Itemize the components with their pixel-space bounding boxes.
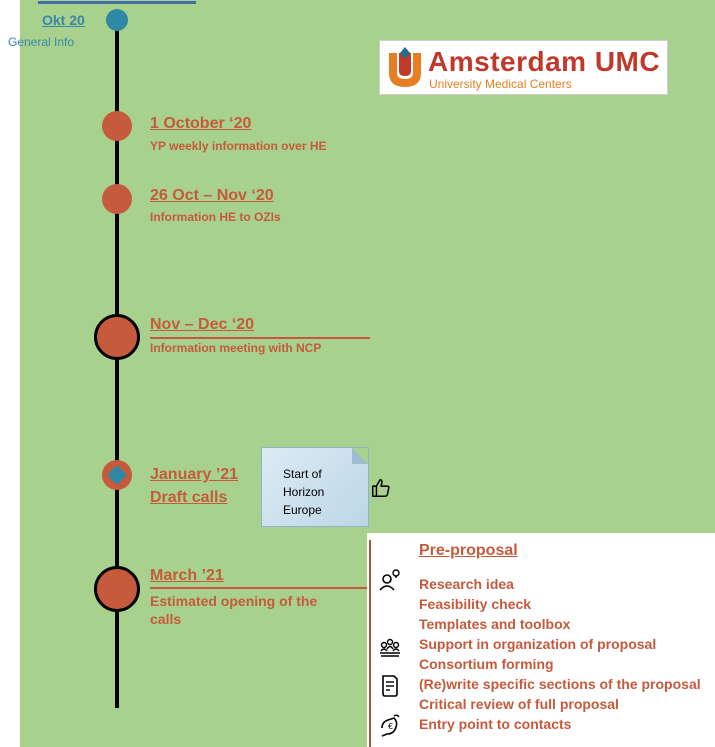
event-subtitle-4: Draft calls (150, 489, 228, 506)
person-idea-icon (379, 569, 400, 591)
note-fold (352, 448, 368, 464)
pre-proposal-panel (367, 533, 715, 747)
top-rule (38, 1, 196, 4)
panel-border (369, 540, 371, 747)
event-rule-5 (150, 587, 368, 589)
panel-item-6: (Re)write specific sections of the propo… (419, 676, 701, 692)
panel-item-1: Research idea (419, 576, 514, 592)
timeline-start-dot (106, 9, 128, 31)
event-subtitle-3: Information meeting with NCP (150, 341, 322, 355)
panel-item-8: Entry point to contacts (419, 716, 572, 732)
event-dot-5 (94, 566, 140, 612)
money-hand-icon: € (381, 714, 400, 737)
logo-subtitle: University Medical Centers (429, 77, 572, 91)
svg-text:€: € (388, 722, 393, 731)
panel-item-3: Templates and toolbox (419, 616, 571, 632)
panel-item-7: Critical review of full proposal (419, 696, 619, 712)
event-subtitle-1: YP weekly information over HE (150, 139, 327, 153)
event-rule-3 (150, 337, 370, 339)
horizon-europe-note: Start of Horizon Europe (261, 447, 369, 527)
note-text: Start of Horizon Europe (283, 467, 325, 517)
event-title-4: January ’21 (150, 466, 239, 483)
document-edit-icon (382, 675, 398, 697)
panel-item-2: Feasibility check (419, 596, 532, 612)
event-title-2: 26 Oct – Nov ‘20 (150, 187, 274, 204)
panel-title: Pre-proposal (419, 542, 518, 559)
team-icon (380, 638, 400, 657)
logo-mark-icon (389, 47, 421, 87)
header-sublabel: General Info (8, 35, 75, 49)
event-dot-1 (102, 111, 132, 141)
timeline-spine (115, 20, 119, 708)
event-dot-3 (94, 314, 140, 360)
panel-item-5: Consortium forming (419, 656, 554, 672)
header-label: Okt 20 (42, 12, 85, 28)
amsterdam-umc-logo: Amsterdam UMC University Medical Centers (379, 40, 668, 95)
thumbs-up-icon (372, 479, 390, 497)
event-title-5: March ’21 (150, 567, 224, 584)
event-subtitle-5: Estimated opening of the calls (150, 593, 318, 627)
event-subtitle-2: Information HE to OZIs (150, 210, 281, 224)
event-title-3: Nov – Dec ‘20 (150, 316, 255, 333)
logo-name: Amsterdam UMC (428, 46, 661, 77)
event-dot-2 (102, 184, 132, 214)
event-title-1: 1 October ‘20 (150, 115, 252, 132)
panel-item-4: Support in organization of proposal (419, 636, 657, 652)
